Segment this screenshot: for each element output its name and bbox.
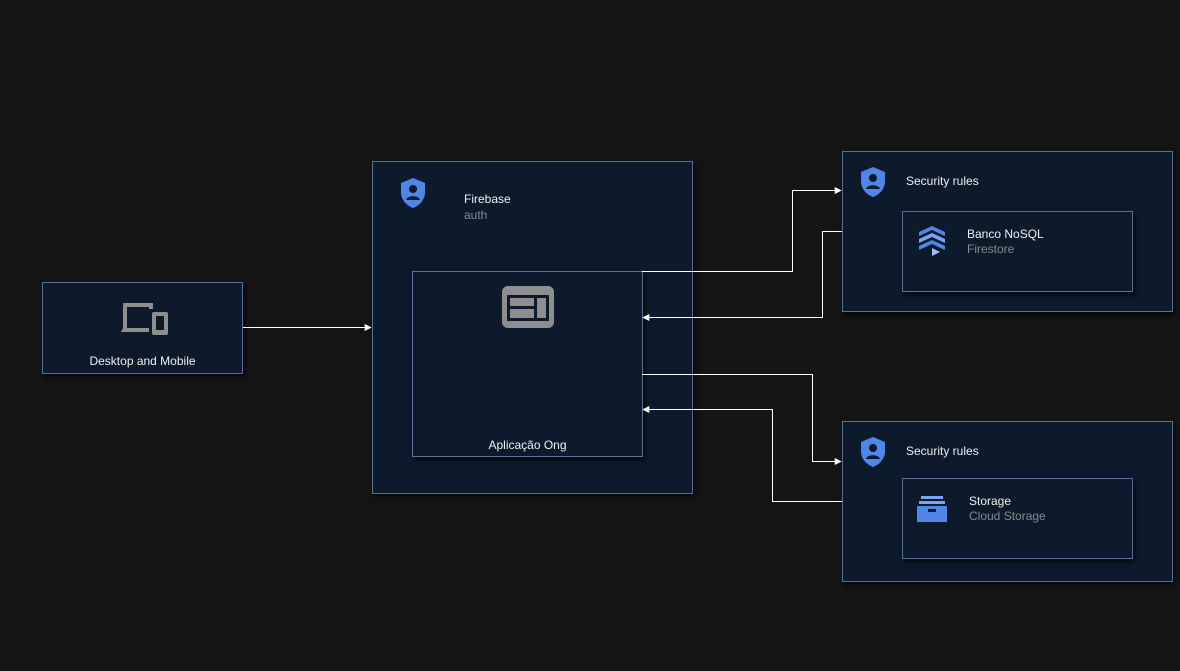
client-node[interactable]: Desktop and Mobile [42, 282, 243, 374]
storage-node[interactable]: Storage Cloud Storage [902, 478, 1133, 559]
storage-subtitle: Cloud Storage [969, 509, 1046, 523]
shield-user-icon [861, 167, 885, 197]
storage-icon [917, 496, 947, 522]
client-label: Desktop and Mobile [89, 354, 196, 368]
shield-user-icon [401, 178, 425, 208]
app-node[interactable]: Aplicação Ong [412, 271, 643, 457]
devices-icon [121, 303, 168, 335]
firestore-title: Banco NoSQL [967, 227, 1044, 241]
firestore-icon [919, 226, 945, 256]
firebase-auth-container[interactable]: Firebase auth Aplicação Ong [372, 161, 693, 494]
firebase-title: Firebase [464, 192, 511, 206]
web-app-icon [502, 286, 554, 328]
security-rules-storage-container[interactable]: Security rules Storage Cloud Storage [842, 421, 1173, 582]
security-rules-storage-title: Security rules [906, 444, 979, 458]
firestore-subtitle: Firestore [967, 242, 1015, 256]
firestore-node[interactable]: Banco NoSQL Firestore [902, 211, 1133, 292]
shield-user-icon [861, 437, 885, 467]
app-label: Aplicação Ong [488, 438, 567, 452]
security-rules-db-container[interactable]: Security rules Banco NoSQL Firestore [842, 151, 1173, 312]
storage-title: Storage [969, 494, 1012, 508]
security-rules-db-title: Security rules [906, 174, 979, 188]
firebase-subtitle: auth [464, 208, 488, 222]
